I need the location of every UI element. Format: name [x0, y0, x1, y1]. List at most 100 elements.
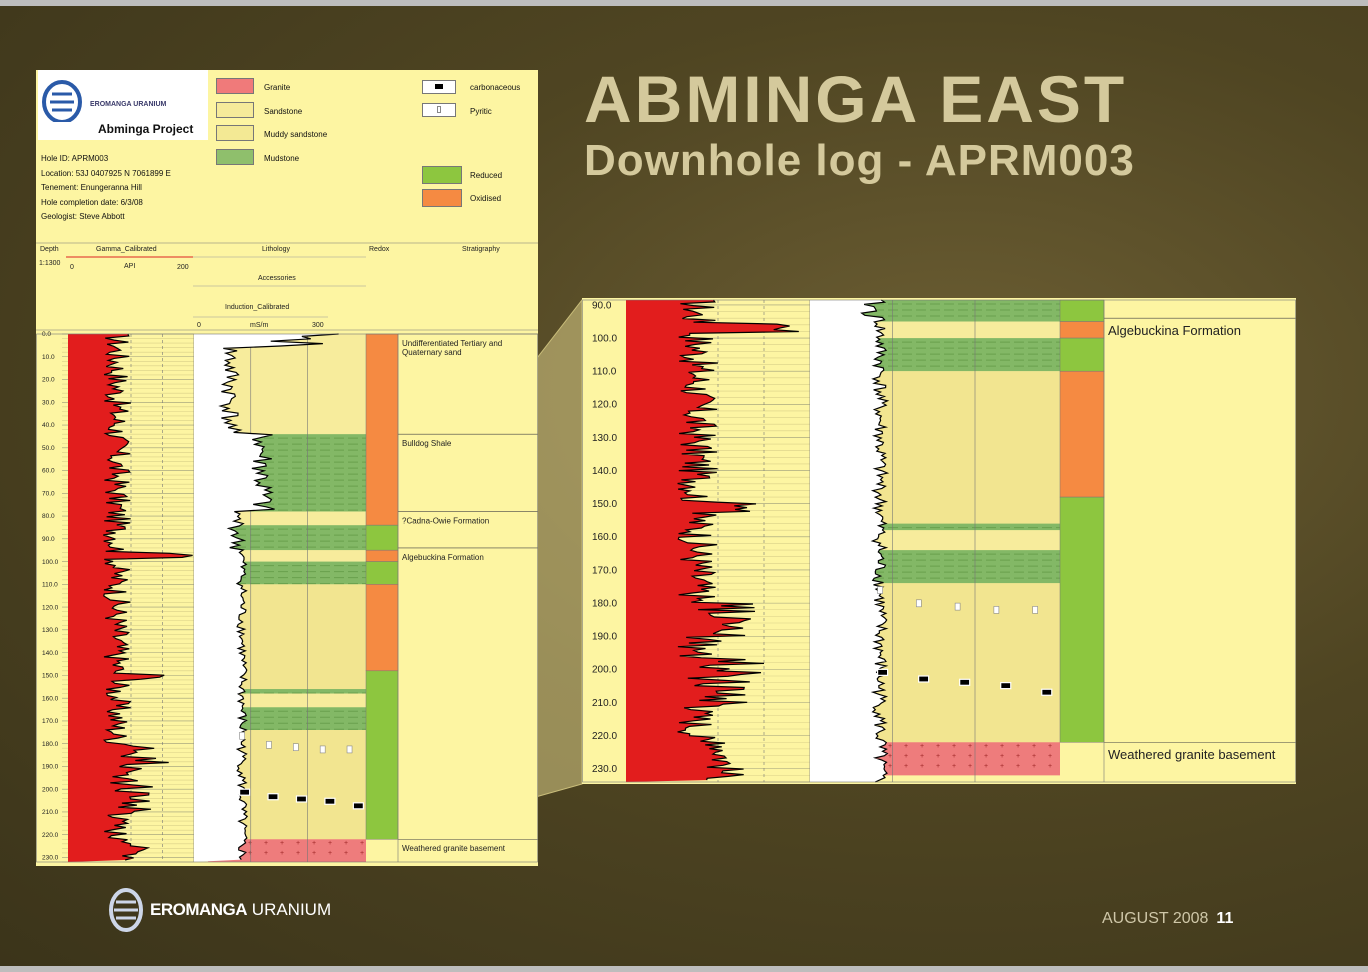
- granite-pattern: +: [984, 743, 988, 750]
- legend-label-granite: Granite: [264, 83, 291, 92]
- col-depth: Depth: [40, 246, 59, 253]
- granite-pattern: +: [1048, 743, 1052, 750]
- carbonaceous-marker: [324, 797, 336, 805]
- carbonaceous-marker: [267, 793, 279, 801]
- footer-company-bold: EROMANGA: [150, 900, 248, 919]
- redox-interval-oxidised: [1059, 321, 1105, 339]
- depth-tick-label: 210.0: [592, 698, 617, 709]
- hole-info: Hole ID: APRM003 Location: 53J 0407925 N…: [41, 152, 171, 225]
- col-gamma: Gamma_Calibrated: [96, 246, 157, 253]
- footer-date: AUGUST 2008: [1102, 910, 1209, 927]
- depth-tick-label: 50.0: [42, 445, 55, 452]
- granite-pattern: +: [920, 753, 924, 760]
- col-lithology: Lithology: [262, 246, 291, 253]
- slide-title: ABMINGA EAST: [584, 62, 1128, 136]
- granite-pattern: +: [296, 850, 300, 857]
- hole-location: Location: 53J 0407925 N 7061899 E: [41, 168, 171, 178]
- depth-tick-label: 110.0: [42, 582, 58, 589]
- granite-pattern: +: [1032, 753, 1036, 760]
- col-stratigraphy: Stratigraphy: [462, 246, 500, 253]
- induction-curve: [860, 299, 890, 783]
- stratigraphy-label: ?Cadna-Owie Formation: [402, 517, 489, 526]
- stratigraphy-label-line: Algebuckina Formation: [1108, 323, 1241, 338]
- redox-interval-oxidised: [365, 333, 399, 526]
- redox-interval-reduced: [1059, 337, 1105, 372]
- depth-tick-label: 200.0: [42, 786, 59, 793]
- stratigraphy-label: Weathered granite basement: [402, 844, 506, 853]
- granite-pattern: +: [920, 763, 924, 770]
- depth-tick-label: 150.0: [42, 673, 59, 680]
- depth-tick-label: 210.0: [42, 809, 59, 816]
- hole-geologist: Geologist: Steve Abbott: [41, 212, 125, 221]
- granite-pattern: +: [360, 840, 364, 847]
- stratigraphy-label-line: Weathered granite basement: [1108, 747, 1276, 762]
- col-scale: 1:1300: [39, 260, 61, 267]
- gamma-curve: [103, 333, 193, 861]
- legend-label-carbonaceous: carbonaceous: [470, 83, 521, 92]
- project-title: Abminga Project: [98, 122, 194, 136]
- stratigraphy-label-line: Weathered granite basement: [402, 844, 506, 853]
- redox-interval-reduced: [365, 524, 399, 551]
- granite-pattern: +: [360, 850, 364, 857]
- lithology-interval-mudstone: [832, 523, 1060, 531]
- depth-tick-label: 20.0: [42, 377, 55, 384]
- lithology-interval-mudstone: [208, 689, 366, 694]
- lithology-interval-sandstone: [832, 530, 1060, 551]
- pyritic-marker: [954, 602, 961, 611]
- granite-pattern: +: [1032, 743, 1036, 750]
- granite-pattern: +: [968, 743, 972, 750]
- zoomed-log-tracks: 90.0100.0110.0120.0130.0140.0150.0160.01…: [582, 299, 1296, 783]
- pyritic-marker: [293, 743, 299, 751]
- granite-pattern: +: [280, 840, 284, 847]
- gamma-fill: [626, 300, 799, 782]
- granite-pattern: +: [888, 743, 892, 750]
- granite-pattern: +: [904, 753, 908, 760]
- lithology-interval-granite: [208, 839, 366, 862]
- redox-interval-reduced: [365, 561, 399, 585]
- pyritic-marker: [916, 599, 922, 608]
- redox-interval-oxidised: [365, 549, 399, 562]
- hole-tenement: Tenement: Enungeranna Hill: [41, 183, 142, 192]
- granite-pattern: +: [984, 763, 988, 770]
- depth-tick-label: 80.0: [42, 513, 55, 520]
- granite-pattern: +: [1048, 763, 1052, 770]
- induction-fill: [194, 334, 339, 862]
- gamma-curve: [677, 299, 799, 781]
- stratigraphy-label: Weathered granite basement: [1108, 747, 1276, 762]
- legend-swatch-reduced: [422, 166, 462, 184]
- granite-pattern: +: [952, 743, 956, 750]
- depth-tick-label: 160.0: [592, 532, 617, 543]
- depth-tick-label: 130.0: [592, 433, 617, 444]
- col-gamma-unit: API: [124, 263, 136, 270]
- log-logo-text: EROMANGA URANIUM: [90, 101, 167, 108]
- downhole-log-panel: EROMANGA URANIUM Abminga Project Hole ID…: [36, 70, 538, 866]
- carbonaceous-marker: [877, 668, 889, 676]
- redox-interval-oxidised: [365, 584, 399, 672]
- lithology-interval-sandstone: [208, 334, 366, 435]
- depth-tick-label: 60.0: [42, 468, 55, 475]
- legend-label-mudstone: Mudstone: [264, 154, 300, 163]
- lithology-interval-sandstone: [208, 693, 366, 708]
- slide-title-block: ABMINGA EAST Downhole log - APRM003: [584, 62, 1135, 186]
- pyritic-marker: [1032, 606, 1038, 614]
- log-tracks: 0.010.020.030.040.050.060.070.080.090.01…: [36, 242, 538, 863]
- depth-tick-label: 140.0: [592, 466, 617, 477]
- depth-tick-label: 10.0: [42, 354, 55, 361]
- depth-tick-label: 220.0: [592, 731, 617, 742]
- carbonaceous-marker: [1000, 682, 1012, 690]
- lithology-interval-sandstone: [208, 511, 366, 526]
- depth-tick-label: 100.0: [42, 559, 59, 566]
- carbonaceous-marker: [918, 675, 930, 683]
- col-gamma-min: 0: [70, 264, 74, 271]
- redox-interval-reduced: [1059, 299, 1105, 322]
- granite-pattern: +: [984, 753, 988, 760]
- granite-pattern: +: [1016, 753, 1020, 760]
- legend-label-pyritic: Pyritic: [470, 107, 492, 116]
- pyritic-marker: [346, 745, 353, 754]
- granite-pattern: +: [328, 840, 332, 847]
- depth-tick-label: 160.0: [42, 695, 59, 702]
- redox-interval-oxidised: [1059, 370, 1105, 498]
- track-border: [582, 299, 1296, 783]
- frame-bottom: [0, 966, 1368, 972]
